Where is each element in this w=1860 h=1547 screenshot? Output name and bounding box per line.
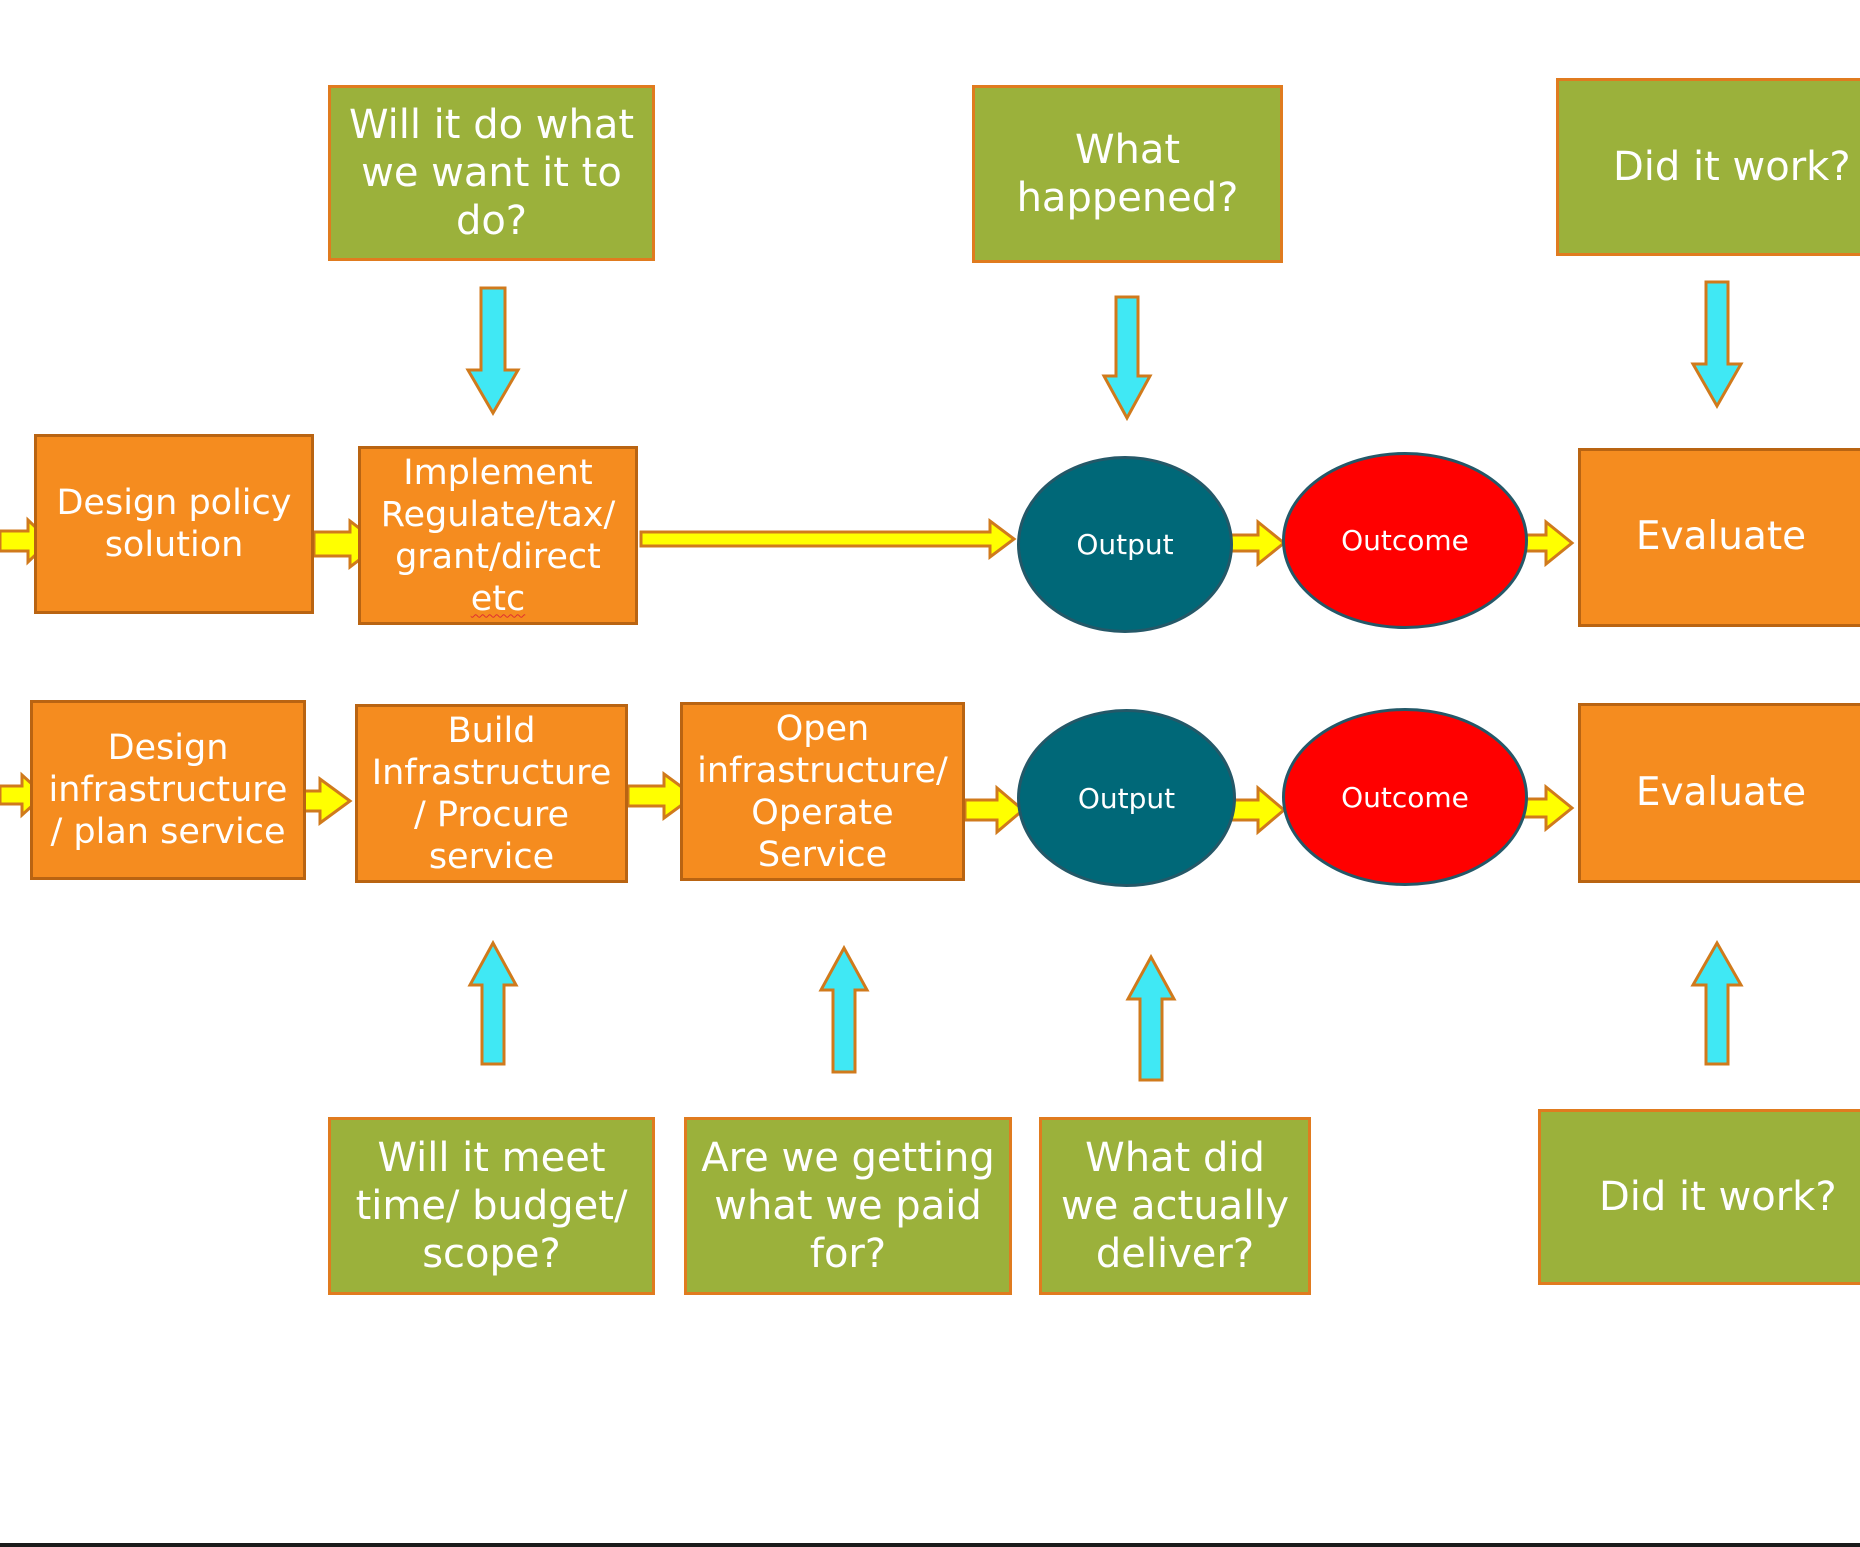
process-box-design-infrastructure: Design infrastructure / plan service: [30, 700, 306, 880]
process-line: solution: [104, 525, 244, 565]
up-arrow-2: [818, 944, 870, 1074]
process-line: Implement: [403, 452, 593, 493]
question-line: Did it work?: [1613, 144, 1851, 190]
process-line: Infrastructure: [371, 752, 612, 793]
question-line: Did it work?: [1599, 1174, 1837, 1220]
output-label: Output: [1076, 528, 1174, 561]
down-arrow-2: [1101, 295, 1153, 422]
flow-arrow-r1-b: [1224, 518, 1287, 568]
process-line: Regulate/tax/: [380, 494, 616, 535]
question-line: happened?: [1016, 175, 1239, 221]
process-line: infrastructure/: [697, 750, 948, 791]
outcome-label: Outcome: [1341, 524, 1469, 557]
question-box-did-it-work-bottom: Did it work?: [1538, 1109, 1860, 1285]
process-box-open-infrastructure: Open infrastructure/ Operate Service: [680, 702, 965, 881]
process-line: grant/direct: [395, 536, 601, 577]
question-line: scope?: [422, 1231, 561, 1277]
outcome-ellipse-row2: Outcome: [1282, 708, 1528, 886]
question-line: Are we getting: [701, 1135, 995, 1181]
process-box-evaluate-row1: Evaluate: [1578, 448, 1860, 627]
question-line: we want it to: [361, 150, 622, 196]
flow-arrow-r2-c: [963, 784, 1026, 836]
up-arrow-1: [467, 939, 519, 1066]
question-line: Will it meet: [377, 1135, 606, 1181]
question-line: What did: [1085, 1135, 1265, 1181]
question-line: Will it do what: [348, 102, 635, 148]
output-ellipse-row2: Output: [1017, 709, 1236, 887]
process-box-design-policy: Design policy solution: [34, 434, 314, 614]
question-line: time/ budget/: [355, 1183, 628, 1229]
flow-arrow-r1-long: [639, 518, 1017, 560]
process-line: etc: [470, 578, 526, 619]
output-ellipse-row1: Output: [1017, 456, 1233, 633]
question-line: deliver?: [1095, 1231, 1255, 1277]
process-box-evaluate-row2: Evaluate: [1578, 703, 1860, 883]
output-label: Output: [1077, 781, 1176, 815]
process-line: Design: [107, 728, 229, 768]
question-line: What: [1074, 127, 1181, 173]
question-line: do?: [455, 198, 528, 244]
question-box-will-it-do: Will it do what we want it to do?: [328, 85, 655, 261]
question-box-are-we-getting: Are we getting what we paid for?: [684, 1117, 1012, 1295]
process-line: / Procure: [413, 794, 570, 835]
process-line: Service: [757, 834, 888, 875]
question-line: we actually: [1061, 1183, 1289, 1229]
bottom-border: [0, 1543, 1860, 1547]
outcome-label: Outcome: [1341, 780, 1469, 814]
question-box-did-it-work-top: Did it work?: [1556, 78, 1860, 256]
process-line: Operate: [751, 792, 894, 833]
process-line: Build: [447, 710, 536, 751]
process-line: infrastructure: [48, 770, 288, 810]
down-arrow-3: [1690, 280, 1744, 410]
question-box-will-it-meet: Will it meet time/ budget/ scope?: [328, 1117, 655, 1295]
question-box-what-happened: What happened?: [972, 85, 1283, 263]
question-line: what we paid: [714, 1183, 982, 1229]
question-line: for?: [809, 1231, 887, 1277]
up-arrow-4: [1690, 939, 1744, 1066]
question-box-what-did-we-deliver: What did we actually deliver?: [1039, 1117, 1311, 1295]
up-arrow-3: [1125, 953, 1177, 1082]
down-arrow-1: [465, 286, 521, 416]
process-box-build-infrastructure: Build Infrastructure / Procure service: [355, 704, 628, 883]
flow-arrow-r2-b: [626, 771, 697, 821]
outcome-ellipse-row1: Outcome: [1282, 452, 1528, 629]
process-line: / plan service: [50, 812, 286, 852]
process-line: Design policy: [56, 483, 292, 523]
process-line: Evaluate: [1635, 769, 1807, 815]
process-line: service: [428, 836, 555, 877]
process-line: Open: [775, 708, 870, 749]
process-box-implement: Implement Regulate/tax/ grant/direct etc: [358, 446, 638, 625]
process-line: Evaluate: [1635, 514, 1807, 560]
